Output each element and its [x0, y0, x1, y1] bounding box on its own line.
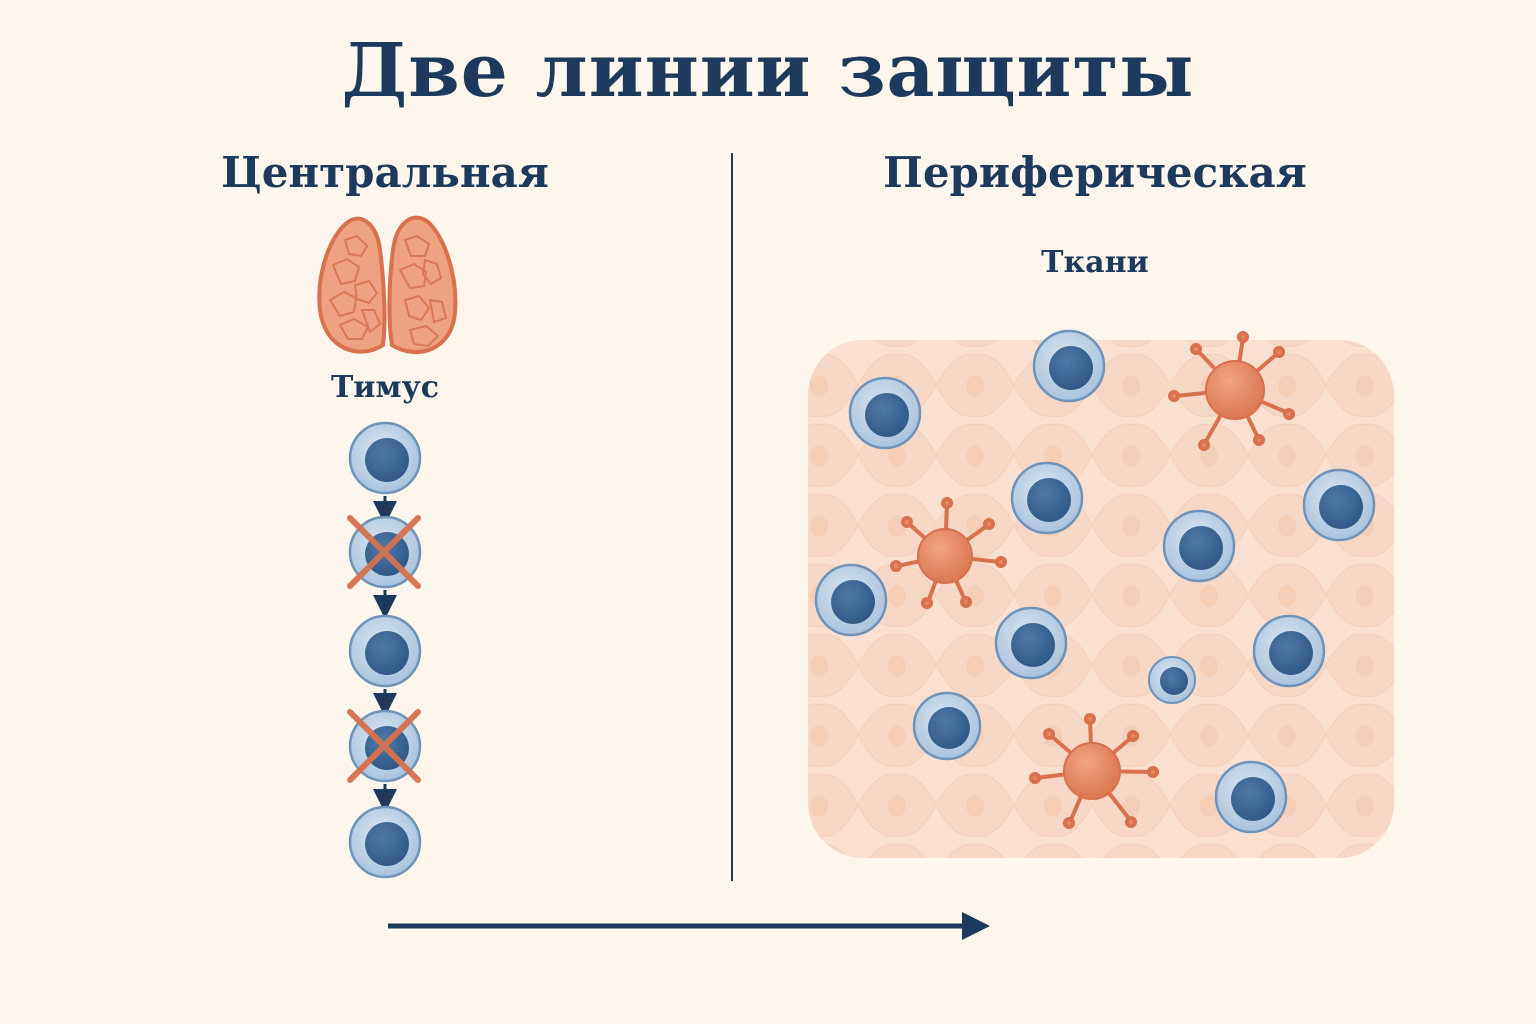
tissue-t-cell — [1032, 329, 1106, 403]
tissue-t-cell — [1252, 614, 1326, 688]
tissue-t-cell — [848, 376, 922, 450]
central-cell-2-eliminated — [347, 515, 422, 589]
tissue-label: Ткани — [1041, 245, 1149, 280]
tissue-t-cell — [912, 691, 982, 761]
tissue-t-cell — [1162, 509, 1236, 583]
tissue-t-cell — [814, 563, 888, 637]
tissue-t-cell — [1302, 468, 1376, 542]
dendritic-cell-icon — [1029, 713, 1159, 829]
elimination-cross-icon — [347, 709, 421, 783]
thymus-icon — [317, 215, 458, 354]
column-divider — [731, 153, 733, 881]
peripheral-heading: Периферическая — [883, 148, 1307, 197]
thymus-label: Тимус — [330, 370, 440, 405]
dendritic-cell-icon — [1168, 331, 1295, 451]
dendritic-cell-icon — [890, 497, 1007, 609]
central-cell-1 — [348, 421, 422, 495]
peripheral-t-cells — [814, 329, 1376, 834]
central-heading: Центральная — [221, 148, 549, 197]
tissue-t-cell — [1010, 461, 1084, 535]
elimination-cross-icon — [347, 515, 421, 589]
central-cell-3 — [348, 614, 422, 688]
direction-arrow-icon — [388, 912, 990, 940]
tissue-t-cell — [994, 606, 1068, 680]
tissue-t-cell — [1214, 760, 1288, 834]
tissue-t-cell-small — [1148, 656, 1196, 704]
diagram-title: Две линии защиты — [341, 28, 1195, 114]
central-cell-5 — [348, 805, 422, 879]
central-cell-4-eliminated — [347, 709, 422, 783]
